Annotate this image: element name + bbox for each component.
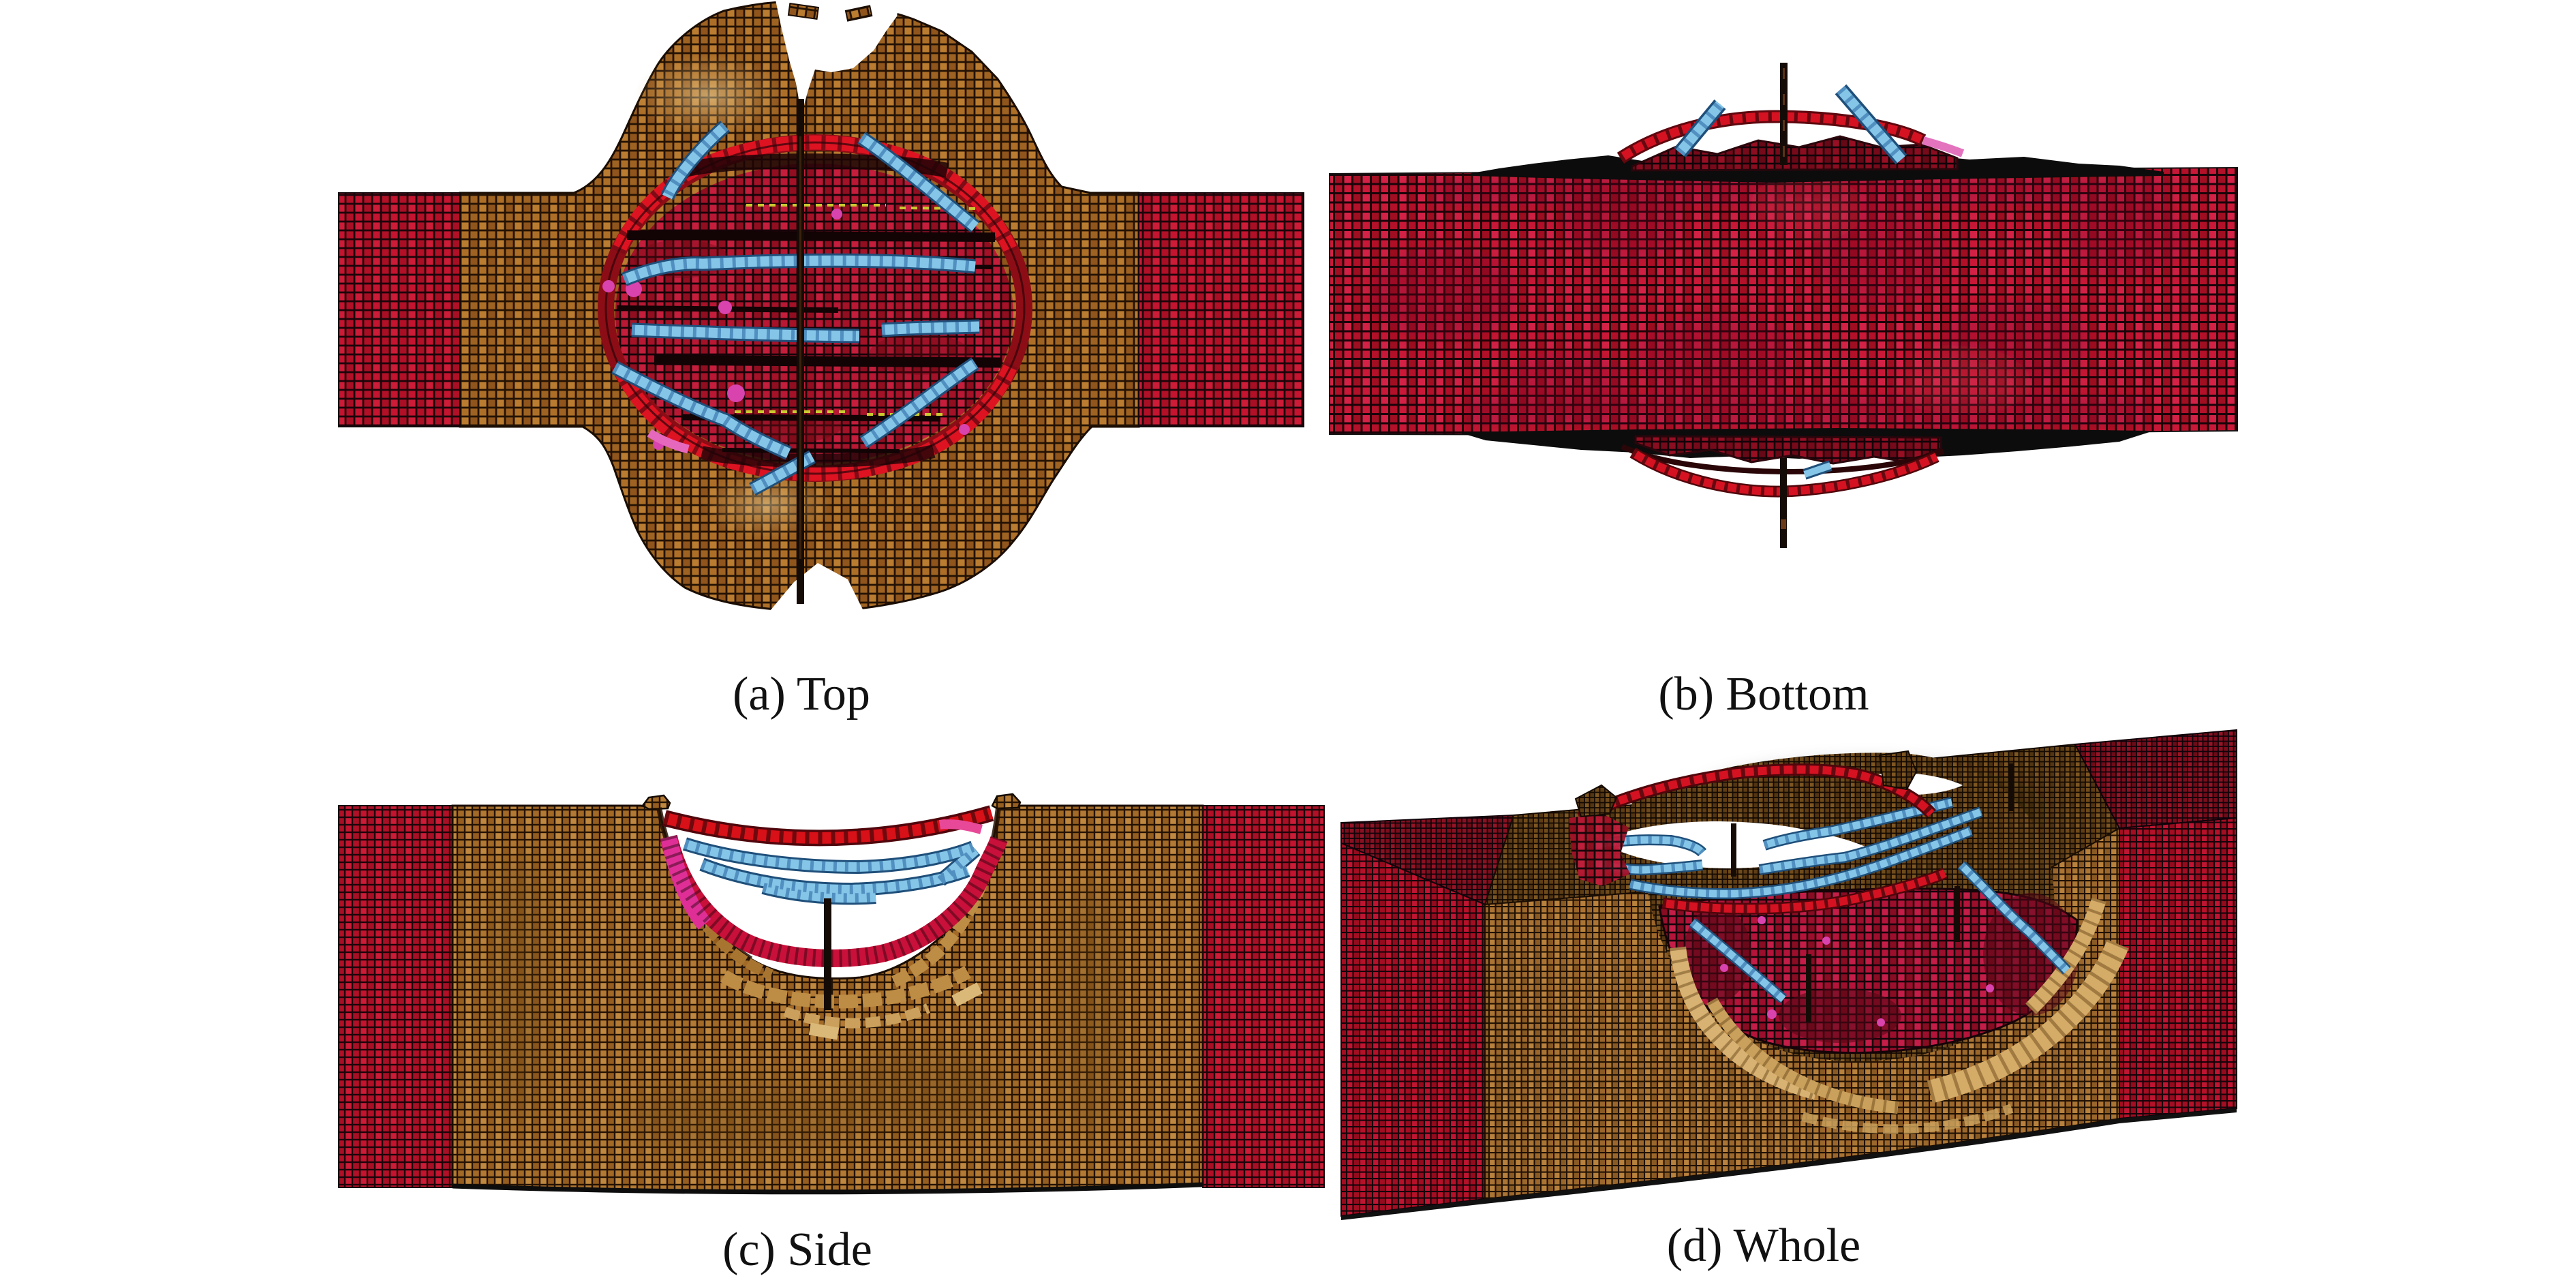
svg-text:(d) Whole: (d) Whole xyxy=(1667,1219,1860,1272)
svg-text:(a) Top: (a) Top xyxy=(733,668,870,720)
svg-text:(b) Bottom: (b) Bottom xyxy=(1658,668,1869,720)
svg-text:(c) Side: (c) Side xyxy=(722,1224,872,1276)
